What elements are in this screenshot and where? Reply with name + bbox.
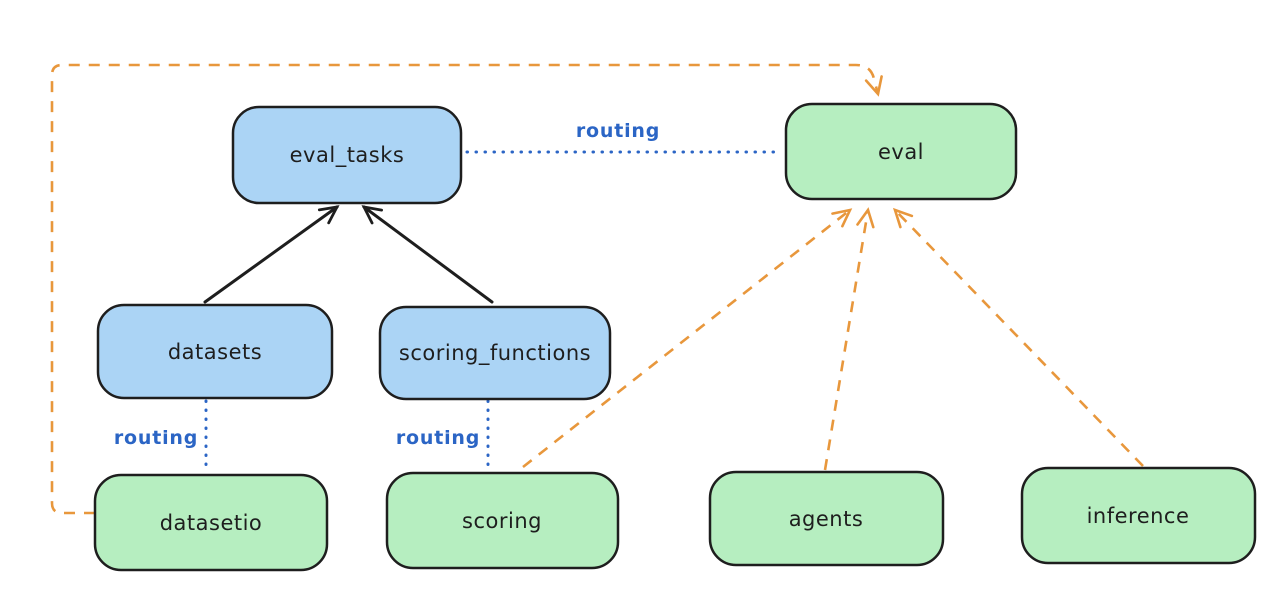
node-datasets-box [96, 303, 334, 400]
edge-scoring-to-eval [522, 208, 853, 469]
edges-layer [50, 63, 1144, 515]
routing-label-scoring: routing [396, 427, 480, 449]
routing-label-top: routing [576, 120, 660, 142]
node-scoring-functions: scoring_functions [378, 305, 612, 401]
node-scoring-box [385, 471, 620, 570]
node-datasets: datasets [96, 303, 334, 400]
node-inference-label: inference [1087, 504, 1190, 528]
node-eval-tasks-label: eval_tasks [290, 143, 405, 168]
node-eval-tasks-box [231, 105, 463, 205]
edge-datasets-to-eval-tasks [203, 205, 340, 304]
node-datasets-label: datasets [168, 340, 262, 364]
node-scoring-functions-box [378, 305, 612, 401]
node-datasetio: datasetio [93, 473, 329, 572]
node-agents-label: agents [789, 507, 864, 531]
node-agents-box [708, 470, 945, 567]
node-eval-box [784, 102, 1018, 201]
edge-inference-to-eval [892, 207, 1144, 467]
routing-label-datasetio: routing [114, 427, 198, 449]
node-inference-box [1020, 466, 1257, 565]
node-eval-tasks: eval_tasks [231, 105, 463, 205]
node-datasetio-label: datasetio [160, 511, 263, 535]
node-eval-label: eval [878, 140, 924, 164]
node-datasetio-box [93, 473, 329, 572]
edge-scoring-functions-to-eval-tasks [361, 205, 494, 304]
node-agents: agents [708, 470, 945, 567]
edge-agents-to-eval [823, 207, 875, 471]
node-eval: eval [784, 102, 1018, 201]
node-scoring: scoring [385, 471, 620, 570]
edge-datasetio-to-eval [50, 63, 883, 515]
node-scoring-functions-label: scoring_functions [399, 341, 591, 366]
node-scoring-label: scoring [462, 509, 542, 533]
node-inference: inference [1020, 466, 1257, 565]
